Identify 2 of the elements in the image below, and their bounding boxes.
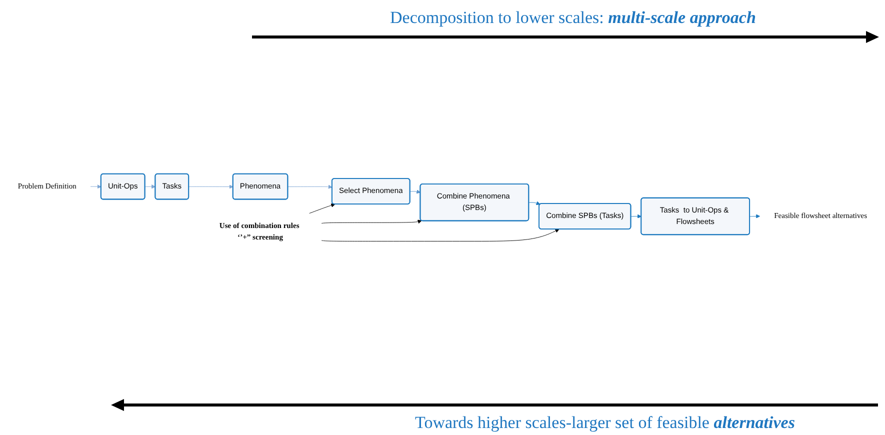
scale-direction-note: Towards higher scales-larger set of feasible alternatives — [415, 413, 795, 433]
scale-direction-note: Decomposition to lower scales: multi-scale approach — [390, 8, 756, 28]
